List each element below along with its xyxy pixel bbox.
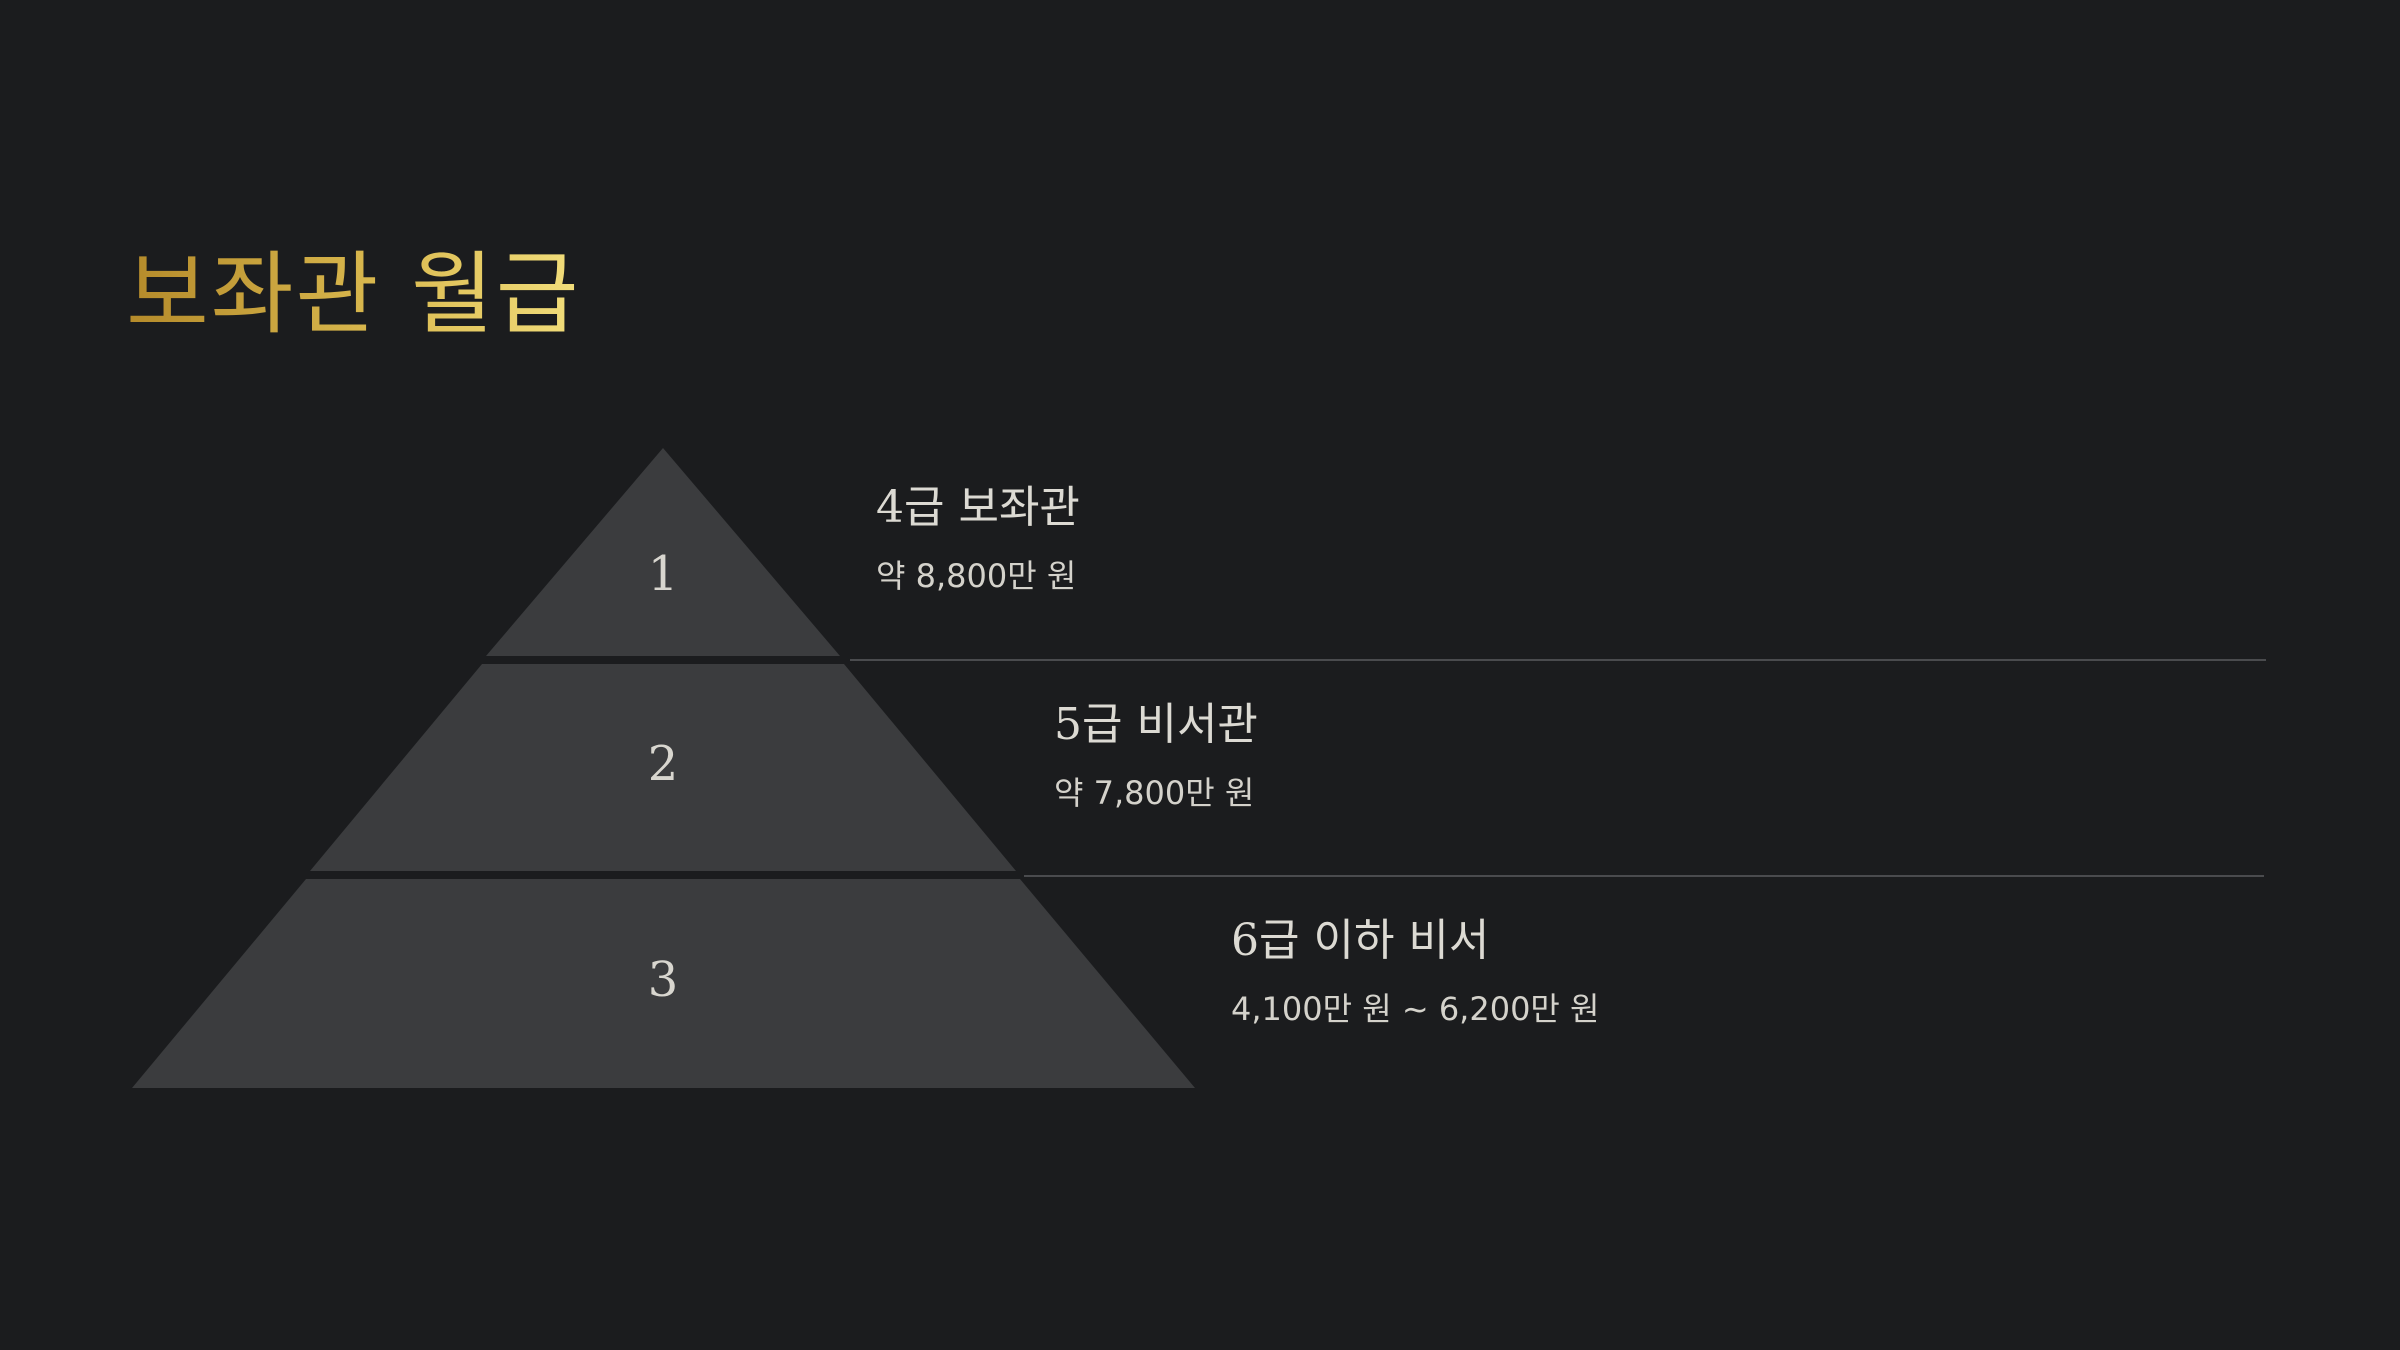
pyramid-tier-1 (486, 448, 840, 656)
slide-title: 보좌관 월급 (126, 242, 581, 347)
tier-salary-1: 약 8,800만 원 (876, 557, 1077, 595)
tier-number-1: 1 (648, 546, 679, 602)
tier-number-3: 3 (648, 952, 679, 1008)
tier-number-2: 2 (648, 736, 679, 792)
pyramid-tier-2 (310, 664, 1016, 871)
tier-salary-2: 약 7,800만 원 (1054, 774, 1255, 812)
tier-salary-3: 4,100만 원 ~ 6,200만 원 (1231, 990, 1600, 1028)
tier-info-1: 4급 보좌관 약 8,800만 원 (876, 482, 1080, 595)
tier-divider-2 (1024, 875, 2264, 877)
tier-label-1: 4급 보좌관 (876, 482, 1080, 533)
pyramid-tier-3 (132, 879, 1195, 1088)
tier-divider-1 (850, 659, 2266, 661)
tier-info-3: 6급 이하 비서 4,100만 원 ~ 6,200만 원 (1231, 915, 1600, 1028)
tier-label-3: 6급 이하 비서 (1231, 915, 1490, 966)
tier-label-2: 5급 비서관 (1054, 699, 1258, 750)
tier-info-2: 5급 비서관 약 7,800만 원 (1054, 699, 1258, 812)
